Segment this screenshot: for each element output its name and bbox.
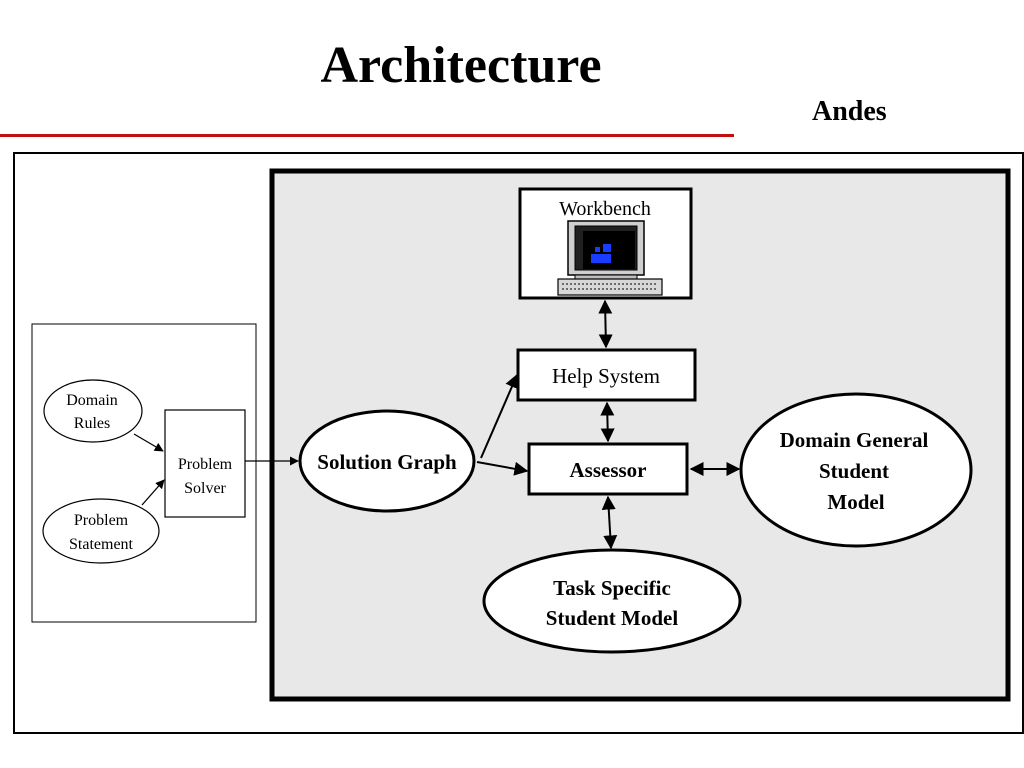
task-specific-line-2: Student Model: [546, 606, 679, 630]
workbench-label: Workbench: [559, 198, 651, 220]
arrow-graph-to-help: [480, 373, 519, 459]
solution-graph-label: Solution Graph: [317, 450, 457, 474]
domain-rules-line-2: Rules: [74, 415, 110, 432]
slide-subtitle: Andes: [812, 96, 887, 127]
domain-general-model-node: Domain General Student Model: [739, 392, 973, 548]
problem-statement-node: Problem Statement: [42, 498, 160, 564]
problem-statement-line-2: Statement: [69, 536, 134, 553]
computer-icon: [557, 220, 663, 296]
task-specific-model-node: Task Specific Student Model: [482, 548, 742, 654]
arrow-assessor-task-model: [601, 495, 618, 550]
assessor-label: Assessor: [570, 458, 647, 482]
domain-general-line-3: Model: [827, 490, 884, 514]
domain-general-line-1: Domain General: [780, 428, 929, 452]
slide-title: Architecture: [320, 37, 602, 94]
workbench-node: Workbench: [518, 187, 693, 300]
domain-general-line-2: Student: [819, 459, 889, 483]
problem-solver-line-1: Problem: [178, 456, 233, 473]
help-system-node: Help System: [516, 348, 697, 402]
task-specific-line-1: Task Specific: [553, 576, 671, 600]
problem-solver-line-2: Solver: [184, 480, 226, 497]
domain-rules-line-1: Domain: [66, 392, 118, 409]
assessor-node: Assessor: [527, 442, 689, 496]
title-divider: [0, 134, 734, 137]
problem-solver-node: Problem Solver: [164, 409, 246, 518]
arrow-workbench-help: [598, 299, 613, 349]
arrow-rules-to-solver: [133, 433, 164, 452]
help-system-label: Help System: [552, 364, 660, 388]
arrow-statement-to-solver: [141, 479, 165, 506]
arrow-help-assessor: [600, 401, 615, 443]
solution-graph-node: Solution Graph: [298, 409, 476, 513]
domain-rules-node: Domain Rules: [43, 379, 143, 443]
arrow-graph-to-assessor: [476, 461, 529, 476]
problem-statement-line-1: Problem: [74, 512, 129, 529]
